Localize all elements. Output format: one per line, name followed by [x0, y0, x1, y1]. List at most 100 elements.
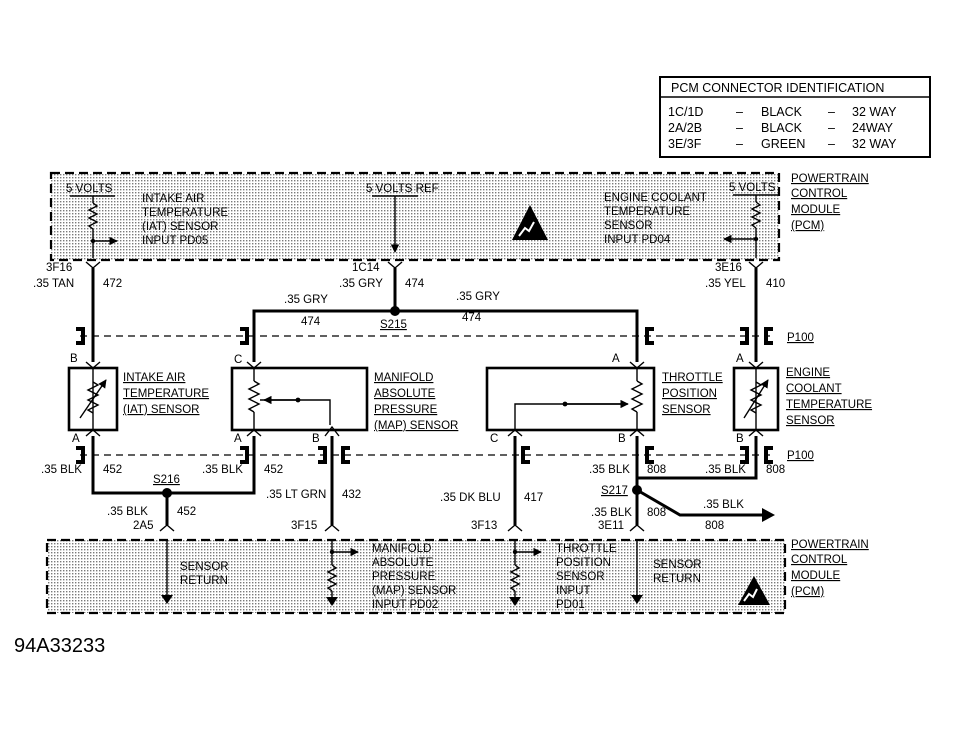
svg-text:452: 452 — [103, 464, 122, 476]
svg-text:SENSOR: SENSOR — [604, 220, 653, 232]
svg-text:474: 474 — [301, 316, 321, 328]
svg-text:.35 GRY: .35 GRY — [456, 291, 500, 303]
connector-id-title: PCM CONNECTOR IDENTIFICATION — [671, 81, 884, 95]
pcm-top-name: POWERTRAIN CONTROL MODULE (PCM) — [791, 173, 869, 232]
svg-text:B: B — [70, 353, 78, 365]
svg-text:COOLANT: COOLANT — [786, 383, 842, 395]
svg-text:P100: P100 — [787, 332, 814, 344]
svg-text:POWERTRAIN: POWERTRAIN — [791, 173, 869, 185]
svg-text:A: A — [612, 353, 620, 365]
wire-return-452: .35 BLK 452 .35 BLK 452 S216 .35 BLK 452… — [41, 436, 283, 532]
splice-s217: S217 — [601, 485, 628, 497]
svg-text:INPUT: INPUT — [556, 585, 591, 597]
connector-id-table: PCM CONNECTOR IDENTIFICATION 1C/1D – BLA… — [659, 76, 931, 158]
svg-text:1C/1D: 1C/1D — [668, 105, 703, 119]
svg-text:–: – — [736, 137, 743, 151]
svg-text:–: – — [828, 105, 835, 119]
wire-iat-472: 3F16 .35 TAN 472 — [33, 261, 122, 362]
svg-text:3F16: 3F16 — [46, 262, 72, 274]
connector-id-row: 3E/3F – GREEN – 32 WAY — [668, 137, 897, 151]
svg-text:.35 GRY: .35 GRY — [284, 294, 328, 306]
svg-text:BLACK: BLACK — [761, 105, 803, 119]
svg-text:(IAT) SENSOR: (IAT) SENSOR — [123, 404, 199, 416]
svg-text:.35 BLK: .35 BLK — [589, 464, 630, 476]
svg-text:452: 452 — [264, 464, 283, 476]
svg-text:A: A — [736, 353, 744, 365]
map-input-label: MANIFOLD ABSOLUTE PRESSURE (MAP) SENSOR … — [372, 543, 456, 611]
iat-input-label: INTAKE AIR TEMPERATURE (IAT) SENSOR INPU… — [142, 193, 228, 247]
svg-text:5 VOLTS: 5 VOLTS — [66, 183, 113, 195]
svg-text:A: A — [234, 433, 242, 445]
svg-text:C: C — [234, 354, 242, 366]
svg-text:SENSOR: SENSOR — [180, 561, 229, 573]
connector-p100-bottom: P100 — [76, 446, 814, 464]
svg-text:INPUT PD05: INPUT PD05 — [142, 235, 208, 247]
connector-id-row: 1C/1D – BLACK – 32 WAY — [668, 105, 897, 119]
svg-text:SENSOR: SENSOR — [556, 571, 605, 583]
svg-text:THROTTLE: THROTTLE — [556, 543, 617, 555]
svg-text:(MAP) SENSOR: (MAP) SENSOR — [372, 585, 456, 597]
svg-text:MANIFOLD: MANIFOLD — [372, 543, 431, 555]
tp-input-label: THROTTLE POSITION SENSOR INPUT PD01 — [556, 543, 617, 611]
svg-text:.35 TAN: .35 TAN — [33, 278, 74, 290]
svg-text:POSITION: POSITION — [662, 388, 717, 400]
svg-text:B: B — [618, 433, 626, 445]
svg-text:24WAY: 24WAY — [852, 121, 894, 135]
svg-text:INPUT PD02: INPUT PD02 — [372, 599, 438, 611]
svg-text:PD01: PD01 — [556, 599, 585, 611]
svg-text:.35 YEL: .35 YEL — [705, 278, 746, 290]
wire-map-432: .35 LT GRN 432 3F15 — [266, 436, 361, 532]
svg-text:5 VOLTS REF: 5 VOLTS REF — [366, 183, 439, 195]
svg-text:432: 432 — [342, 489, 361, 501]
wire-ect-410: 3E16 .35 YEL 410 — [705, 261, 785, 362]
esd-warning-icon — [512, 205, 548, 240]
esd-warning-icon — [738, 576, 770, 605]
ect-sensor: A B ENGINE COOLANT TEMPERATURE SENSOR — [732, 353, 872, 445]
svg-text:TEMPERATURE: TEMPERATURE — [142, 207, 228, 219]
svg-text:417: 417 — [524, 492, 543, 504]
iat-sensor: B A INTAKE AIR TEMPERATURE (IAT) SENSOR — [67, 353, 209, 445]
svg-text:1C14: 1C14 — [352, 262, 380, 274]
splice-s215: S215 — [380, 319, 407, 331]
svg-text:POSITION: POSITION — [556, 557, 611, 569]
svg-text:B: B — [736, 433, 744, 445]
svg-text:.35 BLK: .35 BLK — [107, 506, 148, 518]
svg-text:5 VOLTS: 5 VOLTS — [729, 182, 776, 194]
svg-text:.35 GRY: .35 GRY — [339, 278, 383, 290]
tp-sensor: A C B THROTTLE POSITION SENSOR — [485, 353, 723, 445]
svg-text:B: B — [312, 433, 320, 445]
svg-text:–: – — [828, 137, 835, 151]
svg-text:TEMPERATURE: TEMPERATURE — [123, 388, 209, 400]
svg-text:.35 BLK: .35 BLK — [591, 507, 632, 519]
svg-text:–: – — [736, 105, 743, 119]
connector-id-row: 2A/2B – BLACK – 24WAY — [668, 121, 894, 135]
svg-text:P100: P100 — [787, 450, 814, 462]
svg-text:808: 808 — [647, 507, 666, 519]
wire-return-808: .35 BLK 808 .35 BLK 808 S217 .35 BLK 808… — [589, 436, 785, 532]
figure-id: 94A33233 — [14, 635, 105, 657]
svg-text:ENGINE: ENGINE — [786, 367, 830, 379]
svg-text:808: 808 — [766, 464, 785, 476]
svg-text:PRESSURE: PRESSURE — [372, 571, 436, 583]
svg-text:SENSOR: SENSOR — [662, 404, 711, 416]
svg-text:MODULE: MODULE — [791, 570, 841, 582]
svg-text:THROTTLE: THROTTLE — [662, 372, 723, 384]
svg-text:(PCM): (PCM) — [791, 220, 824, 232]
svg-text:.35 DK BLU: .35 DK BLU — [440, 492, 501, 504]
svg-text:3E11: 3E11 — [598, 520, 624, 532]
svg-text:PRESSURE: PRESSURE — [374, 404, 438, 416]
svg-text:.35 BLK: .35 BLK — [705, 464, 746, 476]
svg-text:ABSOLUTE: ABSOLUTE — [372, 557, 434, 569]
ect-input-label: ENGINE COOLANT TEMPERATURE SENSOR INPUT … — [604, 192, 707, 246]
svg-text:3E/3F: 3E/3F — [668, 137, 702, 151]
svg-text:INTAKE AIR: INTAKE AIR — [123, 372, 185, 384]
pcm-bottom-name: POWERTRAIN CONTROL MODULE (PCM) — [791, 539, 869, 598]
svg-text:32 WAY: 32 WAY — [852, 105, 897, 119]
svg-text:2A5: 2A5 — [133, 520, 153, 532]
wire-ref-474: 1C14 .35 GRY 474 — [339, 261, 425, 311]
svg-text:CONTROL: CONTROL — [791, 188, 848, 200]
map-sensor: C A B MANIFOLD ABSOLUTE PRESSURE (MAP) S… — [230, 354, 458, 445]
svg-text:472: 472 — [103, 278, 122, 290]
wire-ref-distribution: .35 GRY 474 .35 GRY 474 S215 — [252, 291, 639, 362]
svg-text:474: 474 — [405, 278, 425, 290]
